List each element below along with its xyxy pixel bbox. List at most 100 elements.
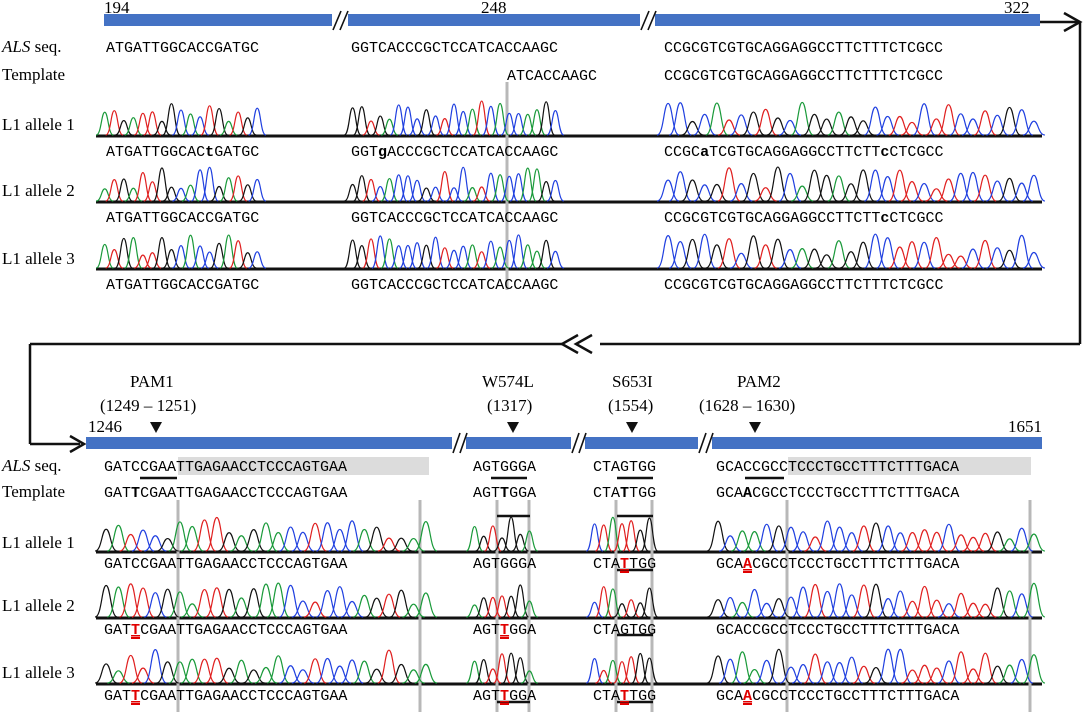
chromatogram-peak [408,118,426,136]
chromatogram-peak [414,592,438,618]
chromatogram-peak [509,112,528,136]
chromatogram-peak [778,172,802,202]
als-sequence: CTAGTGG [593,459,656,476]
chromatogram-peak [537,239,555,269]
chromatogram-peak [937,660,961,684]
chromatogram-peak [193,658,216,684]
chromatogram-peak [754,187,777,202]
chromatogram-peak [912,103,936,136]
allele-sequence: GGTgACCCGCTCCATCACCAAGC [351,144,558,161]
als-seq-label: ALS seq. [1,456,62,475]
chromatogram-peak [200,105,219,136]
chromatogram-peak [719,535,742,552]
chromatogram-peak [791,586,815,618]
chromatogram-peak [193,588,216,618]
chromatogram-peak [537,181,555,202]
chromatogram-peak [852,584,876,618]
allele-sequence: AGTTGGA [473,622,536,639]
chromatogram-peak [973,239,997,269]
allele-label: L1 allele 2 [2,596,75,615]
chromatogram-peak [377,537,401,552]
chromatogram-peak [131,667,155,684]
chromatogram-peak [1022,533,1046,552]
chromatogram-peak [1010,182,1033,202]
chromatogram-peak [864,522,888,552]
chromatogram-peak [402,537,425,552]
chromatogram-peak [248,178,267,202]
chromatogram-peak [706,599,730,618]
chromatogram-peak [436,247,454,269]
chromatogram-peak [889,590,912,618]
chromatogram-peak [767,525,790,552]
chromatogram-peak [852,525,876,552]
chromatogram-peak [153,120,171,136]
chromatogram-peak [124,187,143,202]
chromatogram-peak [925,599,948,618]
chromatogram-peak [417,244,435,269]
chromatogram-peak [427,115,445,136]
chromatogram-peak [937,253,960,269]
chromatogram-peak [390,537,413,552]
chromatogram-peak [242,529,265,552]
marker-name: W574L [482,372,534,391]
chromatogram-peak [426,236,445,269]
allele-sequence: GATTCGAATTGAGAACCTCCCAGTGAA [104,688,347,705]
chromatogram-peak [445,249,463,269]
chromatogram-peak [353,245,371,269]
als-sequence: GGTCACCCGCTCCATCACCAAGC [351,40,558,57]
chromatogram-peak [669,171,692,202]
bottom-seg-3: GCACCGCCTCCCTGCCTTTCTTTGACA GCAACGCCTCCC… [716,459,959,705]
chromatogram-peak [705,102,729,136]
allele-sequence: CTATTGG [593,556,656,573]
chromatogram-peak [362,120,380,136]
chromatogram-peak [779,526,803,552]
chromatogram-peak [986,180,1009,202]
chromatogram-peak [803,169,826,202]
chromatogram-peak [864,106,887,136]
chromatogram-peak [949,534,973,552]
chromatogram-peak [622,656,640,684]
chromatogram-peak [742,235,765,269]
chromatogram-peak [705,183,729,202]
chromatogram-peak [475,535,493,552]
template-sequence: CTATTGG [593,485,656,502]
chromatogram-peak [162,248,181,269]
chromatogram-peak [613,661,631,684]
chromatogram-peak [482,172,500,202]
allele-sequence: CCGCGTCGTGCAGGAGGCCTTCTTTCTCGCC [664,277,943,294]
chromatogram-peak [230,535,253,552]
position-label: 194 [104,0,130,17]
chromatogram-peak [254,666,278,684]
marker-range: (1317) [487,396,532,415]
chromatogram-peak [925,118,948,136]
chromatogram-peak [180,658,204,684]
chromatogram-peak [779,596,803,618]
chromatogram-peak [962,536,985,552]
position-label: 1246 [88,417,122,436]
chromatogram-peak [1022,654,1046,684]
chromatogram-peak [925,531,948,552]
chromatogram-peak [986,587,1009,618]
chromatogram-peak [949,172,972,202]
template-sequence: ATCACCAAGC [507,68,597,85]
chromatogram-peak [156,537,179,552]
chromatogram-peak [586,658,604,684]
chromatogram-peak [986,247,1009,269]
chromatogram-peak [791,663,815,684]
chromatogram-peak [172,187,190,202]
chromatogram-peak [778,249,802,269]
chromatogram-peak [119,583,143,618]
chromatogram-peak [414,521,438,552]
chromatogram-peak [267,531,290,552]
chromatogram-peak [828,662,851,684]
chromatogram-peak [124,117,143,136]
chromatogram-peak [371,235,390,269]
chromatogram-peak [804,536,827,552]
chromatogram-peak [998,249,1021,269]
chromatogram-peak [640,587,659,618]
chromatogram-peak [353,528,376,552]
chromatogram-peak [466,525,484,552]
allele-label: L1 allele 1 [2,533,75,552]
chromatogram-peak [693,184,716,202]
